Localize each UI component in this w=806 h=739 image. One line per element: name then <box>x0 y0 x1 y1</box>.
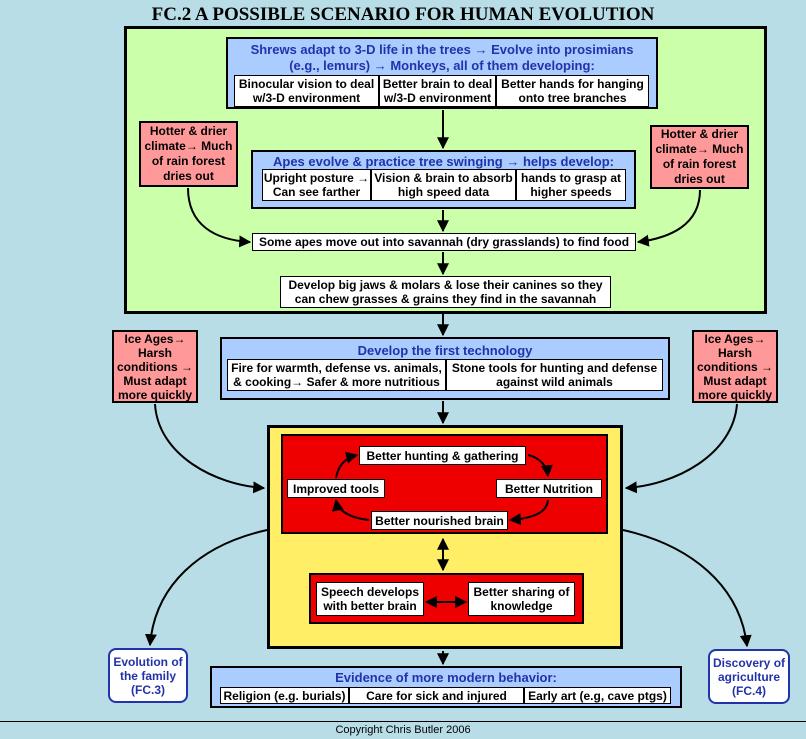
grasp-hands-line2: higher speeds <box>530 185 612 199</box>
ice-left-line2: Harsh <box>137 345 172 360</box>
arrow-to-agriculture <box>622 529 752 648</box>
binocular-vision-line1: Binocular vision to deal <box>238 77 375 91</box>
climate-left-line2: climate→ Much <box>144 139 233 153</box>
modern-behavior-heading: Evidence of more modern behavior: <box>335 670 557 685</box>
arrow-tools-to-hunting <box>335 451 359 479</box>
savannah-box: Some apes move out into savannah (dry gr… <box>252 233 636 251</box>
sharing-line2: knowledge <box>490 599 553 613</box>
agriculture-line1: Discovery of <box>712 655 786 670</box>
climate-right-line2: climate→ Much <box>655 142 744 156</box>
grasp-hands-line1: hands to grasp at <box>520 171 621 185</box>
prosimians-heading-line1: Shrews adapt to 3-D life in the trees → … <box>250 42 634 57</box>
ice-ages-right-box: Ice Ages→ Harsh conditions → Must adapt … <box>692 330 778 403</box>
climate-left-box: Hotter & drier climate→ Much of rain for… <box>139 121 238 187</box>
stone-tools-box: Stone tools for hunting and defense agai… <box>446 359 663 391</box>
binocular-vision-line2: w/3-D environment <box>252 91 361 105</box>
arrow-ice-right <box>624 403 738 494</box>
better-brain-box: Better brain to deal w/3-D environment <box>379 75 496 107</box>
climate-right-line4: dries out <box>674 172 725 186</box>
better-hands-line2: onto tree branches <box>518 91 627 105</box>
arrow-brain-to-tools <box>332 498 370 521</box>
page-title: FC.2 A POSSIBLE SCENARIO FOR HUMAN EVOLU… <box>151 4 655 25</box>
binocular-vision-box: Binocular vision to deal w/3-D environme… <box>234 75 379 107</box>
agriculture-line3: (FC.4) <box>732 683 766 698</box>
ice-right-line2: Harsh <box>717 345 752 360</box>
jaws-box: Develop big jaws & molars & lose their c… <box>280 276 611 308</box>
arrow-climate-left <box>187 187 252 248</box>
jaws-line2: can chew grasses & grains they find in t… <box>294 292 597 306</box>
better-hands-line1: Better hands for hanging <box>501 77 644 91</box>
fire-line2: & cooking→ Safer & more nutritious <box>233 375 440 389</box>
fire-line1: Fire for warmth, defense vs. animals, <box>231 361 442 375</box>
sharing-line1: Better sharing of <box>473 585 570 599</box>
ice-left-line3: conditions → <box>117 359 193 374</box>
fire-box: Fire for warmth, defense vs. animals, & … <box>227 359 446 391</box>
arrow-to-family <box>144 529 268 647</box>
speech-line2: with better brain <box>323 599 417 613</box>
arrow-hunting-to-nutrition <box>527 454 553 478</box>
jaws-line1: Develop big jaws & molars & lose their c… <box>288 278 603 292</box>
ice-right-line4: Must adapt <box>703 373 767 388</box>
apes-heading: Apes evolve & practice tree swinging → h… <box>273 154 614 169</box>
arrow-nutrition-to-brain <box>508 499 549 526</box>
speech-develops-box: Speech develops with better brain <box>316 582 424 616</box>
prosimians-heading-line2: (e.g., lemurs) → Monkeys, all of them de… <box>289 58 595 73</box>
ice-right-line1: Ice Ages→ <box>704 331 766 346</box>
vision-brain-line2: high speed data <box>397 185 490 199</box>
better-nutrition-box: Better Nutrition <box>496 479 602 498</box>
stone-tools-line1: Stone tools for hunting and defense <box>451 361 658 375</box>
ice-left-line1: Ice Ages→ <box>124 331 186 346</box>
ice-right-line5: more quickly <box>697 387 773 402</box>
climate-right-line3: of rain forest <box>662 157 737 171</box>
climate-left-line1: Hotter & drier <box>149 124 228 138</box>
family-line3: (FC.3) <box>131 682 165 697</box>
religion-box: Religion (e.g. burials) <box>220 687 349 704</box>
family-link-box[interactable]: Evolution of the family (FC.3) <box>108 648 188 703</box>
improved-tools-box: Improved tools <box>287 479 385 498</box>
agriculture-line2: agriculture <box>717 669 780 684</box>
nourished-brain-box: Better nourished brain <box>371 511 508 530</box>
better-brain-line2: w/3-D environment <box>383 91 492 105</box>
ice-ages-left-box: Ice Ages→ Harsh conditions → Must adapt … <box>112 330 198 403</box>
better-hands-box: Better hands for hanging onto tree branc… <box>496 75 649 107</box>
agriculture-link-box[interactable]: Discovery of agriculture (FC.4) <box>708 649 790 704</box>
family-line1: Evolution of <box>113 654 183 669</box>
better-brain-line1: Better brain to deal <box>382 77 493 91</box>
copyright: Copyright Chris Butler 2006 <box>335 724 471 736</box>
climate-right-line1: Hotter & drier <box>660 127 739 141</box>
technology-heading: Develop the first technology <box>357 343 533 358</box>
climate-left-line3: of rain forest <box>151 154 226 168</box>
grasp-hands-box: hands to grasp at higher speeds <box>516 169 626 201</box>
vision-brain-line1: Vision & brain to absorb <box>374 171 513 185</box>
hunting-gathering-box: Better hunting & gathering <box>359 446 526 465</box>
stone-tools-line2: against wild animals <box>496 375 613 389</box>
upright-posture-line1: Upright posture → <box>263 171 370 185</box>
arrow-climate-right <box>636 189 701 247</box>
ice-right-line3: conditions → <box>697 359 773 374</box>
ice-left-line4: Must adapt <box>123 373 187 388</box>
arrow-ice-left <box>154 403 266 494</box>
family-line2: the family <box>119 668 176 683</box>
sharing-knowledge-box: Better sharing of knowledge <box>468 582 575 616</box>
climate-left-line4: dries out <box>163 169 214 183</box>
upright-posture-box: Upright posture → Can see farther <box>262 169 371 201</box>
footer-divider <box>0 721 806 722</box>
ice-left-line5: more quickly <box>117 387 193 402</box>
climate-right-box: Hotter & drier climate→ Much of rain for… <box>650 125 749 189</box>
early-art-box: Early art (e.g, cave ptgs) <box>524 687 671 704</box>
speech-line1: Speech develops <box>320 585 420 599</box>
upright-posture-line2: Can see farther <box>272 185 361 199</box>
vision-brain-box: Vision & brain to absorb high speed data <box>371 169 516 201</box>
care-sick-box: Care for sick and injured <box>349 687 524 704</box>
